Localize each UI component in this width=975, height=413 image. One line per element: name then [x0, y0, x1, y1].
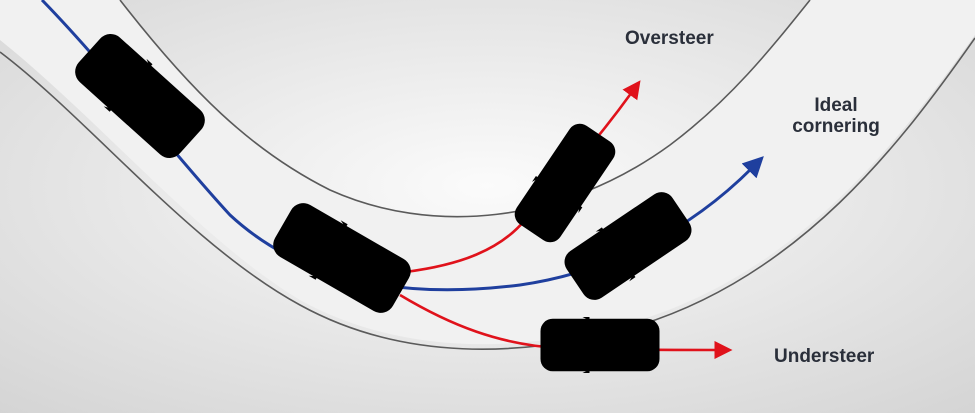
understeer-label: Understeer — [774, 346, 875, 367]
ideal-cornering-label-line1: Ideal — [814, 95, 858, 116]
oversteer-label: Oversteer — [625, 28, 714, 49]
ideal-cornering-label: Ideal cornering — [790, 95, 882, 137]
car-understeer-icon — [540, 317, 660, 373]
road-surface — [0, 0, 975, 345]
ideal-cornering-label-line2: cornering — [792, 116, 880, 137]
road-edge-inner — [119, 0, 811, 218]
road-edge-outer — [0, 37, 975, 350]
